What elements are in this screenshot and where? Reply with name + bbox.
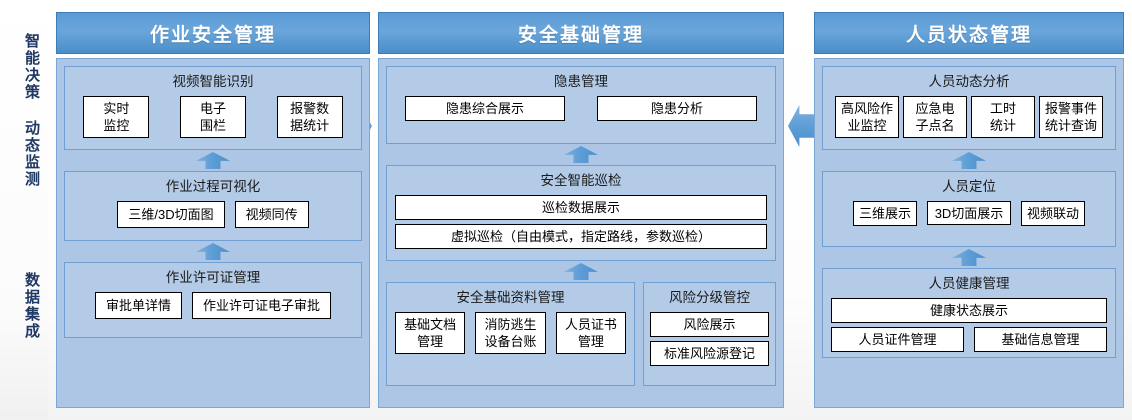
group-title: 安全基础资料管理 [456, 290, 565, 305]
item-personnel-credential-management[interactable]: 人员证件管理 [831, 327, 964, 352]
group-title: 作业许可证管理 [165, 270, 261, 285]
item-virtual-inspection[interactable]: 虚拟巡检（自由模式，指定路线，参数巡检） [395, 224, 767, 249]
item-emergency-electronic-roll-call[interactable]: 应急电 子点名 [903, 96, 967, 138]
item-video-linkage[interactable]: 视频联动 [1021, 201, 1086, 226]
group-hazard-management[interactable]: 隐患管理 隐患综合展示 隐患分析 [386, 66, 776, 144]
group-title: 安全智能巡检 [540, 173, 622, 188]
item-electronic-fence[interactable]: 电子 围栏 [179, 96, 246, 138]
group-personnel-dynamic-analysis[interactable]: 人员动态分析 高风险作 业监控 应急电 子点名 工时 统计 报警事件 统计查询 [822, 66, 1116, 150]
column-operation-safety: 作业安全管理 视频智能识别 实时 监控 电子 围栏 报警数 据统计 作业过程可视… [56, 12, 370, 408]
item-inspection-data-display[interactable]: 巡检数据展示 [395, 195, 767, 220]
column-title-operation-safety: 作业安全管理 [56, 12, 370, 54]
group-work-permit-management[interactable]: 作业许可证管理 审批单详情 作业许可证电子审批 [64, 262, 362, 338]
item-basic-information-management[interactable]: 基础信息管理 [974, 327, 1107, 352]
rail-label-data-integration: 数据集成 [23, 271, 40, 340]
arrow-up-icon [564, 263, 598, 280]
group-title: 风险分级管控 [669, 290, 750, 305]
column-title-personnel-status-management: 人员状态管理 [814, 12, 1124, 54]
group-title: 作业过程可视化 [165, 179, 261, 194]
column-body-safety-basic-management: 隐患管理 隐患综合展示 隐患分析 安全智能巡检 巡检数据展示 虚拟巡检（自由模式… [378, 58, 784, 408]
item-risk-display[interactable]: 风险展示 [650, 312, 769, 337]
item-approval-form-detail[interactable]: 审批单详情 [94, 292, 182, 319]
item-alarm-data-statistics[interactable]: 报警数 据统计 [276, 96, 343, 138]
group-personnel-positioning[interactable]: 人员定位 三维展示 3D切面展示 视频联动 [822, 171, 1116, 247]
item-realtime-monitoring[interactable]: 实时 监控 [83, 96, 150, 138]
item-3d-section-display[interactable]: 3D切面展示 [927, 201, 1011, 225]
group-title: 人员定位 [942, 179, 996, 194]
item-3d-section-view[interactable]: 三维/3D切面图 [117, 201, 225, 228]
group-safety-smart-inspection[interactable]: 安全智能巡检 巡检数据展示 虚拟巡检（自由模式，指定路线，参数巡检） [386, 165, 776, 261]
group-title: 人员动态分析 [928, 74, 1010, 89]
left-rail: 智能决策 动态监测 数据集成 [0, 0, 48, 420]
item-3d-display[interactable]: 三维展示 [852, 201, 917, 226]
group-risk-grading-control[interactable]: 风险分级管控 风险展示 标准风险源登记 [643, 282, 776, 386]
column-personnel-status-management: 人员状态管理 人员动态分析 高风险作 业监控 应急电 子点名 工时 统计 报警事… [814, 12, 1124, 408]
item-hazard-overview[interactable]: 隐患综合展示 [405, 96, 565, 121]
item-standard-risk-source-registration[interactable]: 标准风险源登记 [650, 341, 769, 366]
item-working-hours-statistics[interactable]: 工时 统计 [971, 96, 1035, 138]
item-basic-document-management[interactable]: 基础文档 管理 [395, 312, 466, 354]
item-health-status-display[interactable]: 健康状态展示 [831, 298, 1107, 323]
group-safety-basic-data-management[interactable]: 安全基础资料管理 基础文档 管理 消防逃生 设备台账 人员证书 管理 [386, 282, 635, 386]
rail-label-decision-monitoring: 智能决策 动态监测 [23, 33, 40, 188]
column-body-operation-safety: 视频智能识别 实时 监控 电子 围栏 报警数 据统计 作业过程可视化 三维/3D… [56, 58, 370, 408]
arrow-up-icon [952, 249, 986, 266]
column-safety-basic-management: 安全基础管理 隐患管理 隐患综合展示 隐患分析 安全智能巡检 巡检数据展示 虚拟… [378, 12, 784, 408]
group-title: 人员健康管理 [928, 276, 1010, 291]
item-personnel-certificate-management[interactable]: 人员证书 管理 [555, 312, 626, 354]
arrow-up-icon [952, 152, 986, 169]
arrow-up-icon [196, 152, 230, 169]
group-operation-process-visualization[interactable]: 作业过程可视化 三维/3D切面图 视频同传 [64, 171, 362, 241]
item-high-risk-operation-monitoring[interactable]: 高风险作 业监控 [835, 96, 899, 138]
group-personnel-health-management[interactable]: 人员健康管理 健康状态展示 人员证件管理 基础信息管理 [822, 268, 1116, 358]
arrow-up-icon [564, 146, 598, 163]
item-fire-escape-equipment-ledger[interactable]: 消防逃生 设备台账 [475, 312, 546, 354]
column-body-personnel-status-management: 人员动态分析 高风险作 业监控 应急电 子点名 工时 统计 报警事件 统计查询 … [814, 58, 1124, 408]
item-alarm-event-statistics-query[interactable]: 报警事件 统计查询 [1039, 96, 1103, 138]
item-video-sync-transmission[interactable]: 视频同传 [234, 201, 309, 228]
group-title: 隐患管理 [554, 74, 608, 89]
group-video-ai-recognition[interactable]: 视频智能识别 实时 监控 电子 围栏 报警数 据统计 [64, 66, 362, 150]
column-title-safety-basic-management: 安全基础管理 [378, 12, 784, 54]
item-hazard-analysis[interactable]: 隐患分析 [597, 96, 757, 121]
arrow-up-icon [196, 243, 230, 260]
group-title: 视频智能识别 [172, 74, 254, 89]
item-work-permit-e-approval[interactable]: 作业许可证电子审批 [192, 292, 332, 319]
